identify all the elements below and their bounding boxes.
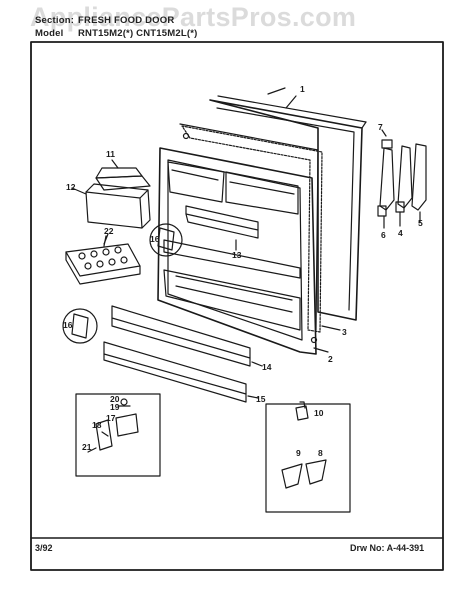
callout-6: 6 [381,230,386,240]
callout-9: 9 [296,448,301,458]
handle-assembly [377,129,427,229]
callout-14: 14 [262,362,272,372]
diagram-frame [30,41,444,571]
callout-16b: 16 [63,320,73,330]
callout-8: 8 [318,448,323,458]
section-name: FRESH FOOD DOOR [78,15,175,26]
callout-16a: 16 [150,234,160,244]
callout-2: 2 [328,354,333,364]
hinge-parts-box [75,393,161,477]
door-liner [157,132,318,355]
shelf-15 [103,341,259,403]
callout-22: 22 [104,226,114,236]
butter-bin-12 [71,183,151,229]
callout-11: 11 [106,149,115,159]
drawing-number: Drw No: A-44-391 [350,543,425,553]
callout-12: 12 [66,182,76,192]
callout-21: 21 [82,442,92,452]
model-values: RNT15M2(*) CNT15M2L(*) [78,28,198,39]
callout-19: 19 [110,402,120,412]
callout-20: 20 [110,394,120,404]
callout-4: 4 [398,228,403,238]
footer-date: 3/92 [35,543,53,553]
watermark: AppliancePartsPros.com [30,2,357,32]
callout-1: 1 [300,84,305,94]
model-label: Model [35,28,64,39]
egg-lid-11 [95,159,151,191]
section-label: Section: [35,15,75,26]
cap-parts-box [265,401,351,513]
callout-17: 17 [106,413,116,423]
outer-door-panel [209,87,367,321]
door-gasket [179,123,323,333]
callout-18: 18 [92,420,102,430]
shelf-14 [111,305,263,367]
callout-13: 13 [232,250,242,260]
callout-10: 10 [314,408,324,418]
egg-tray-22 [65,235,141,285]
callout-7: 7 [378,122,383,132]
callout-3: 3 [342,327,347,337]
shelf-rail-13 [185,205,259,251]
detail-circle-lower [62,308,98,344]
detail-circle-upper [149,223,183,257]
callout-15: 15 [256,394,266,404]
callout-5: 5 [418,218,423,228]
